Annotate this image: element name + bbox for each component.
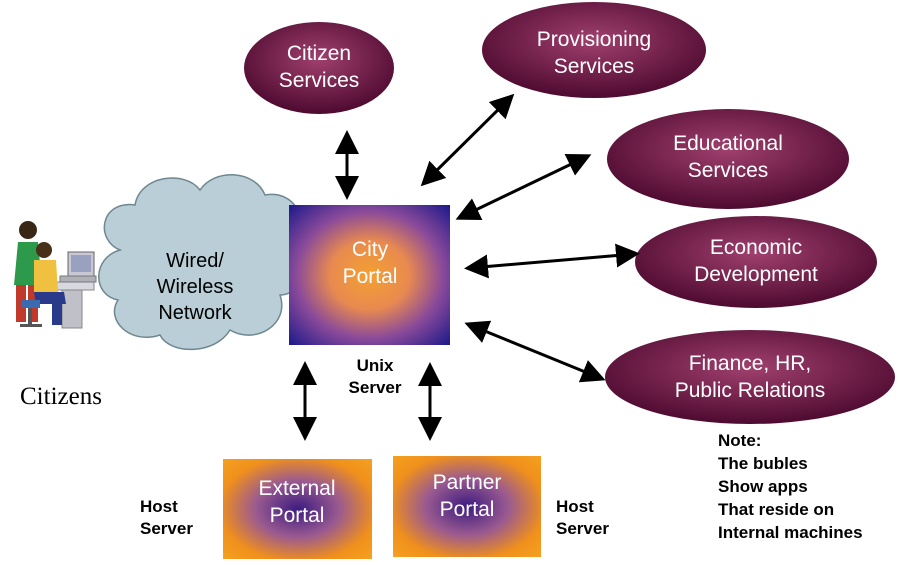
partner-portal-label: Partner Portal bbox=[407, 469, 527, 523]
external-portal-line-2: Portal bbox=[269, 504, 325, 527]
city-portal-label: City Portal bbox=[320, 236, 420, 290]
economic-development-line-2: Development bbox=[694, 263, 818, 286]
external-portal-label: External Portal bbox=[237, 475, 357, 529]
educational-services-line-2: Services bbox=[687, 159, 769, 182]
unix-server-label: Unix Server bbox=[330, 355, 420, 399]
partner-portal-box bbox=[393, 456, 541, 557]
provisioning-services-bubble bbox=[482, 2, 706, 98]
partner-portal-line-1: Partner bbox=[432, 471, 502, 494]
city-portal-box bbox=[289, 205, 450, 345]
citizen-services-line-2: Services bbox=[278, 69, 360, 92]
host-server-left-line-2: Server bbox=[140, 519, 193, 538]
provisioning-services-label: Provisioning Services bbox=[514, 26, 674, 80]
host-server-right-line-2: Server bbox=[556, 519, 609, 538]
citizen-services-bubble bbox=[244, 22, 394, 114]
finance-hr-label: Finance, HR, Public Relations bbox=[640, 350, 860, 404]
network-line-1: Wired/ bbox=[166, 250, 224, 272]
educational-services-line-1: Educational bbox=[673, 132, 783, 155]
arrow-provisioning-services bbox=[420, 93, 515, 187]
network-label: Wired/ Wireless Network bbox=[140, 248, 250, 326]
finance-hr-line-1: Finance, HR, bbox=[688, 352, 812, 375]
host-server-left-label: Host Server bbox=[140, 496, 220, 540]
unix-server-line-1: Unix bbox=[356, 356, 394, 375]
finance-hr-line-2: Public Relations bbox=[674, 379, 826, 402]
note-line-1: Note: bbox=[718, 431, 762, 450]
note-block: Note: The bubles Show apps That reside o… bbox=[718, 429, 863, 544]
network-line-2: Wireless bbox=[156, 276, 234, 298]
economic-development-label: Economic Development bbox=[666, 234, 846, 288]
provisioning-services-line-2: Services bbox=[553, 55, 635, 78]
host-server-right-line-1: Host bbox=[556, 497, 594, 516]
external-portal-box bbox=[223, 459, 372, 559]
unix-server-line-2: Server bbox=[348, 378, 402, 397]
citizen-services-label: Citizen Services bbox=[269, 40, 369, 94]
provisioning-services-line-1: Provisioning bbox=[536, 28, 652, 51]
citizen-services-line-1: Citizen bbox=[286, 42, 352, 65]
economic-development-line-1: Economic bbox=[709, 236, 803, 259]
citizens-label: Citizens bbox=[20, 383, 102, 410]
host-server-right-label: Host Server bbox=[556, 496, 636, 540]
citizens-illustration bbox=[14, 221, 97, 329]
note-line-2: The bubles bbox=[718, 454, 808, 473]
finance-hr-bubble bbox=[605, 330, 895, 424]
note-line-3: Show apps bbox=[718, 477, 808, 496]
educational-services-label: Educational Services bbox=[653, 130, 803, 184]
educational-services-bubble bbox=[607, 109, 849, 209]
partner-portal-line-2: Portal bbox=[439, 498, 495, 521]
arrow-educational-services bbox=[455, 153, 592, 221]
arrow-finance-hr bbox=[464, 320, 606, 383]
note-line-5: Internal machines bbox=[718, 523, 863, 542]
arrow-economic-development bbox=[464, 243, 640, 279]
network-line-3: Network bbox=[158, 302, 232, 324]
city-portal-line-1: City bbox=[351, 238, 389, 261]
city-portal-line-2: Portal bbox=[342, 265, 398, 288]
economic-development-bubble bbox=[635, 216, 877, 308]
external-portal-line-1: External bbox=[258, 477, 336, 500]
host-server-left-line-1: Host bbox=[140, 497, 178, 516]
note-line-4: That reside on bbox=[718, 500, 835, 519]
